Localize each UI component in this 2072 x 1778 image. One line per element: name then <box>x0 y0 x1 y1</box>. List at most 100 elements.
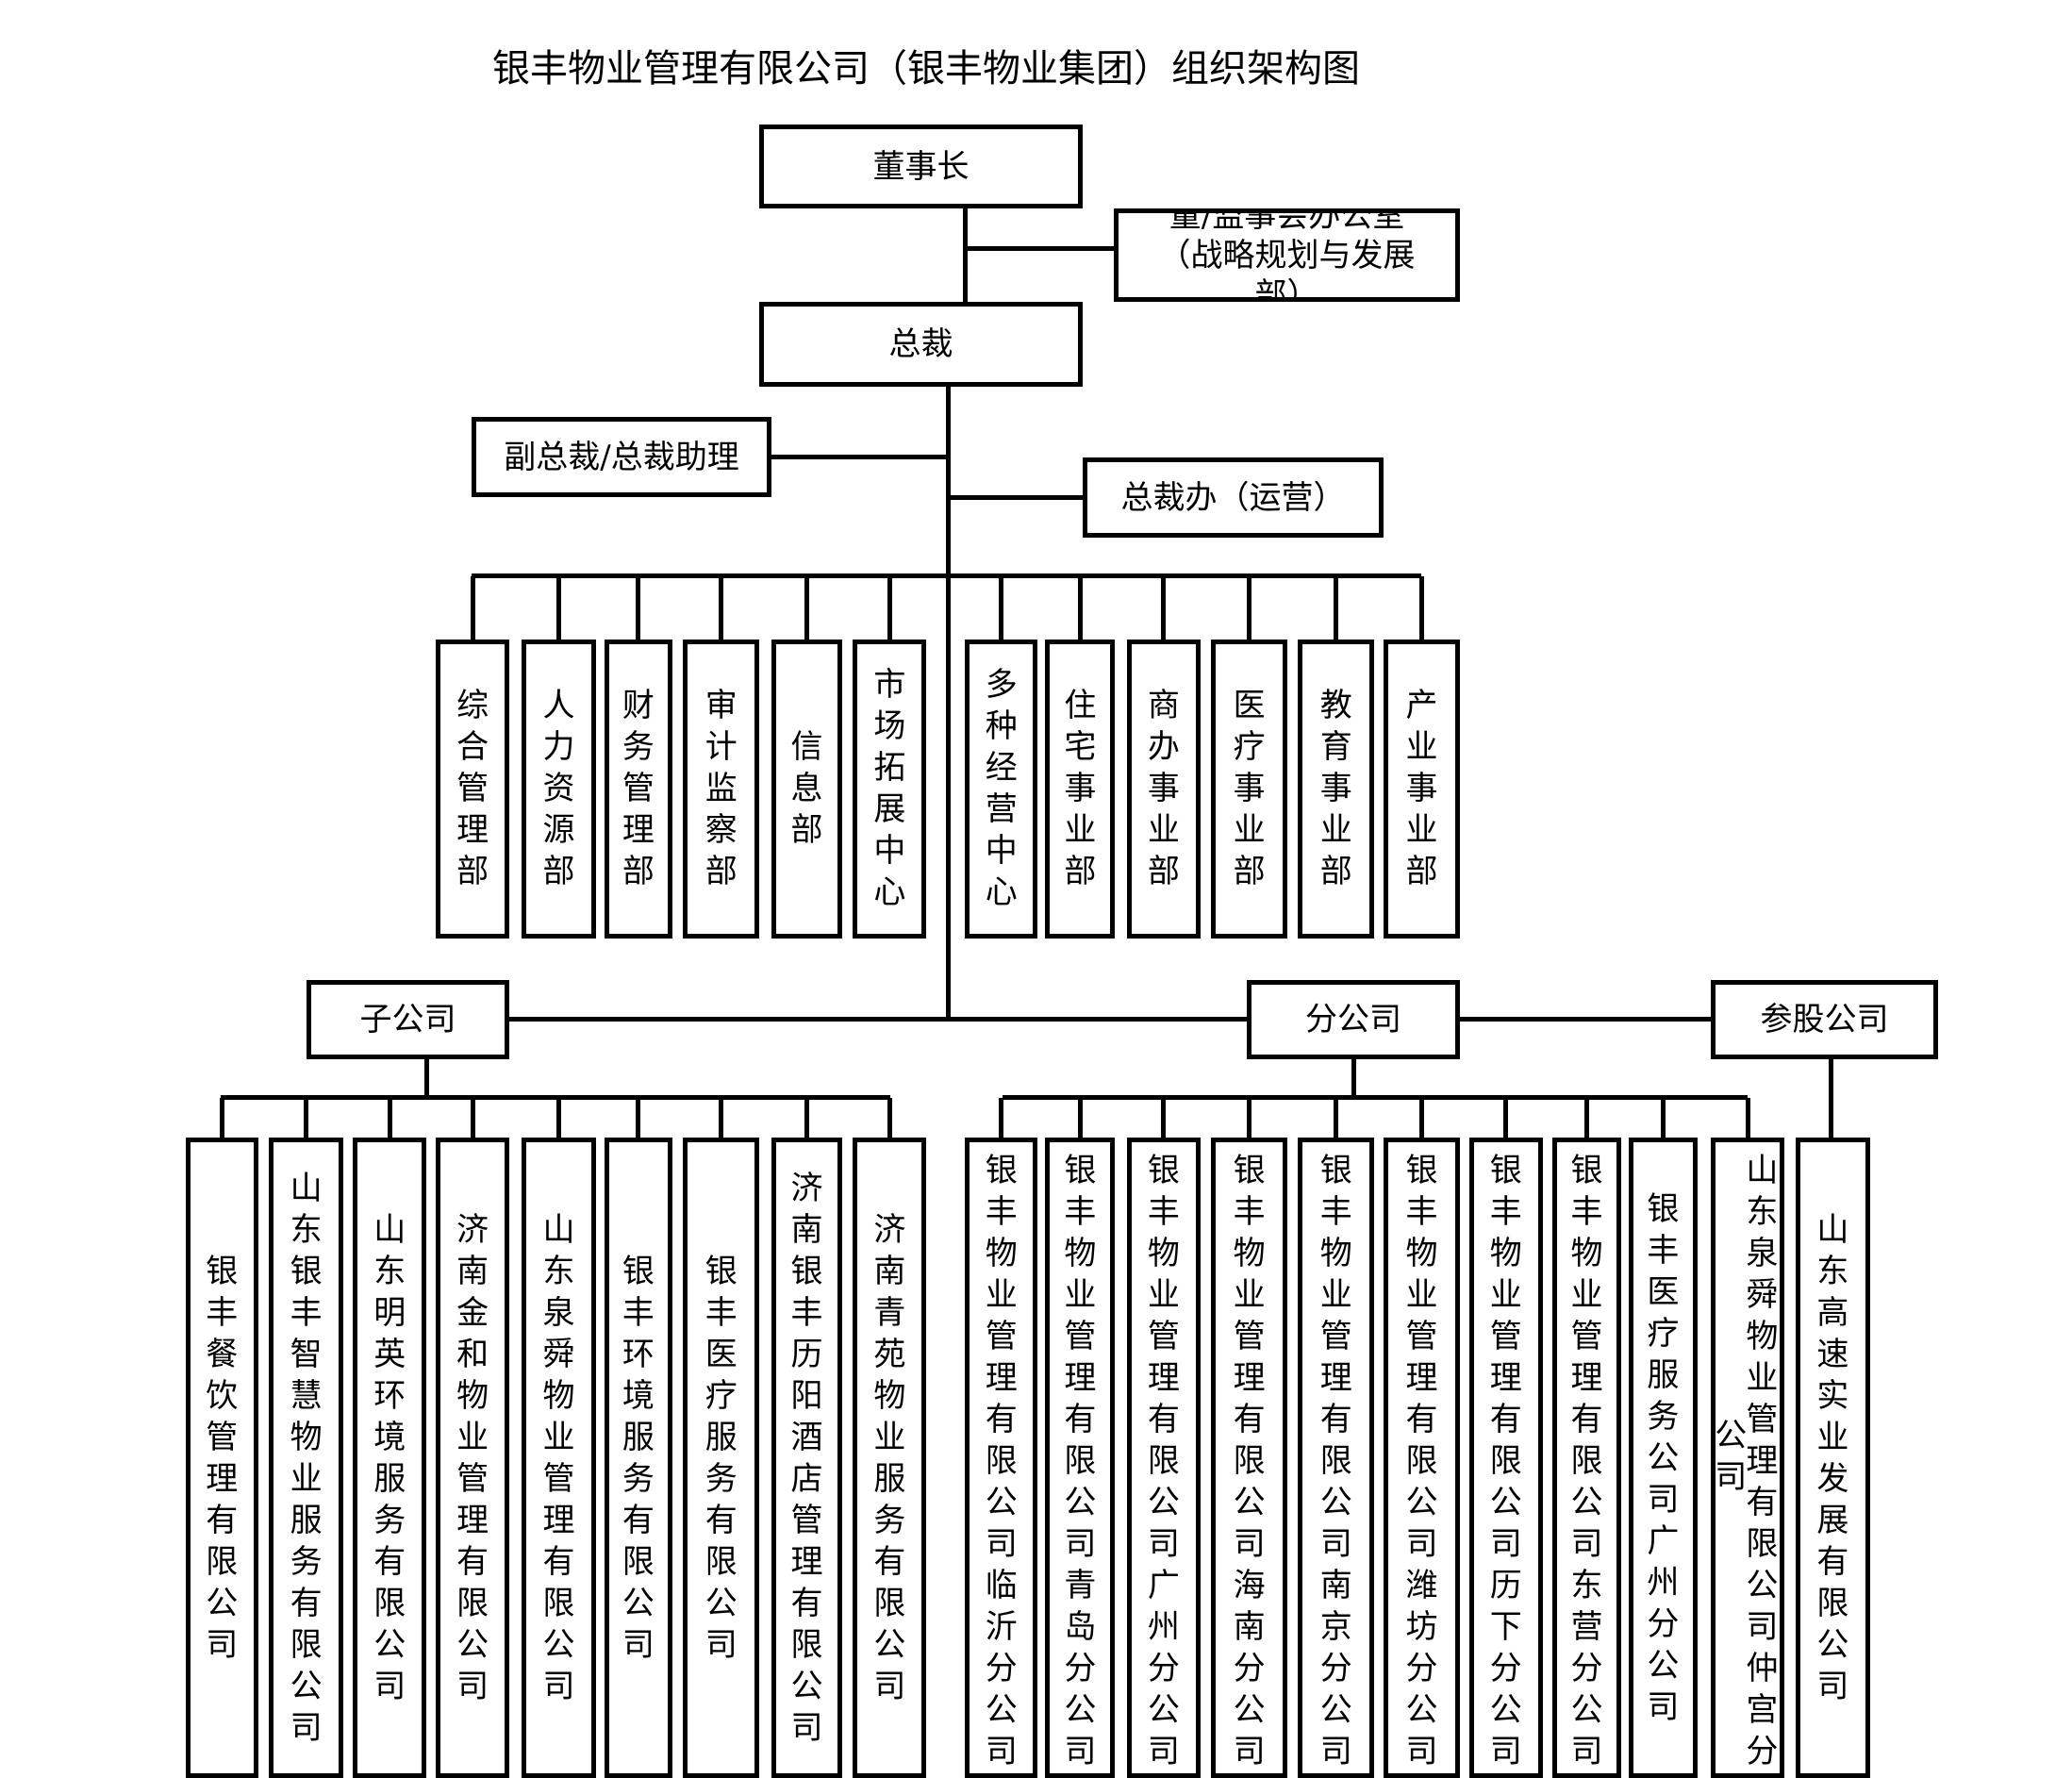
branch-company-box-label: 山东泉舜物业管理有限公司仲宫分 <box>1746 1152 1779 1771</box>
subsidiary-company-box: 银丰医疗服务有限公司 <box>683 1138 760 1778</box>
connector-line <box>1334 1097 1339 1138</box>
subsidiary-company-box: 济南金和物业管理有限公司 <box>436 1138 510 1778</box>
subsidiary-company-box: 山东明英环境服务有限公司 <box>353 1138 427 1778</box>
subsidiary-company-box-label: 济南银丰历阳酒店管理有限公司 <box>790 1169 823 1747</box>
connector-line <box>804 1097 809 1138</box>
equity-label: 参股公司 <box>1760 1001 1889 1039</box>
branch-company-box: 银丰物业管理有限公司临沂分公司 <box>965 1138 1037 1778</box>
connector-line <box>636 1097 641 1138</box>
department-box-label: 信息部 <box>790 728 823 850</box>
subsidiary-company-box: 山东银丰智慧物业服务有限公司 <box>268 1138 344 1778</box>
department-box-label: 多种经营中心 <box>985 666 1018 912</box>
connector-line <box>556 575 561 640</box>
department-box: 审计监察部 <box>683 639 760 939</box>
subsidiary-company-box-label: 银丰餐饮管理有限公司 <box>206 1252 239 1664</box>
department-box-label: 财务管理部 <box>622 687 655 891</box>
connector-line <box>804 575 809 640</box>
branch-label: 分公司 <box>1305 1001 1401 1039</box>
connector-line <box>1419 575 1424 640</box>
department-box-label: 市场拓展中心 <box>873 666 906 912</box>
branch-company-box-label: 银丰物业管理有限公司东营分公司 <box>1570 1152 1603 1771</box>
connector-line <box>1745 1097 1750 1138</box>
equity-box: 参股公司 <box>1711 980 1938 1059</box>
department-box: 医疗事业部 <box>1211 639 1288 939</box>
connector-line <box>220 1095 891 1101</box>
subsidiary-company-box-label: 银丰环境服务有限公司 <box>622 1252 655 1664</box>
branch-company-box: 山东泉舜物业管理有限公司仲宫分 <box>1711 1138 1785 1778</box>
subsidiary-company-box: 银丰环境服务有限公司 <box>604 1138 672 1778</box>
connector-line <box>1003 1095 1748 1101</box>
subsidiary-company-box-label: 济南青苑物业服务有限公司 <box>873 1210 906 1705</box>
branch-company-box: 银丰物业管理有限公司历下分公司 <box>1468 1138 1543 1778</box>
connector-line <box>1660 1097 1666 1138</box>
equity-company-box-label: 山东高速实业发展有限公司 <box>1816 1210 1849 1705</box>
chart-title: 银丰物业管理有限公司（银丰物业集团）组织架构图 <box>492 47 1360 91</box>
connector-line <box>387 1097 392 1138</box>
department-box: 人力资源部 <box>521 639 597 939</box>
vice-president-label: 副总裁/总裁助理 <box>504 438 739 476</box>
connector-line <box>1077 575 1083 640</box>
connector-line <box>423 1058 429 1098</box>
department-box: 综合管理部 <box>436 639 510 939</box>
connector-line <box>887 575 892 640</box>
branch-company-box-label: 银丰物业管理有限公司海南分公司 <box>1233 1152 1266 1771</box>
connector-line <box>1247 575 1252 640</box>
chairman-box: 董事长 <box>759 125 1083 208</box>
connector-line <box>1077 1097 1083 1138</box>
president-office-box: 总裁办（运营） <box>1083 457 1384 538</box>
connector-line <box>1829 1058 1834 1138</box>
connector-line <box>1161 575 1167 640</box>
branch-company-box: 银丰物业管理有限公司潍坊分公司 <box>1384 1138 1460 1778</box>
president-office-label: 总裁办（运营） <box>1120 478 1346 517</box>
department-box-label: 商办事业部 <box>1147 687 1180 891</box>
branch-company-box: 银丰物业管理有限公司东营分公司 <box>1551 1138 1622 1778</box>
president-label: 总裁 <box>888 325 953 363</box>
connector-line <box>556 1097 561 1138</box>
department-box-label: 住宅事业部 <box>1064 687 1097 891</box>
branch-company-box: 银丰物业管理有限公司海南分公司 <box>1211 1138 1288 1778</box>
connector-line <box>719 575 724 640</box>
connector-line <box>945 386 951 1020</box>
connector-line <box>771 455 948 460</box>
department-box: 产业事业部 <box>1384 639 1460 939</box>
department-box: 教育事业部 <box>1298 639 1375 939</box>
connector-line <box>1419 1097 1424 1138</box>
subsidiary-box: 子公司 <box>307 980 509 1059</box>
connector-line <box>509 1016 1248 1022</box>
connector-line <box>1503 1097 1509 1138</box>
connector-line <box>304 1097 309 1138</box>
subsidiary-company-box: 山东泉舜物业管理有限公司 <box>521 1138 597 1778</box>
equity-company-box: 山东高速实业发展有限公司 <box>1795 1138 1871 1778</box>
connector-line <box>1584 1097 1590 1138</box>
department-box: 市场拓展中心 <box>853 639 927 939</box>
board-office-box: 董/监事会办公室（战略规划与发展部） <box>1114 208 1460 302</box>
branch-company-box-label: 银丰物业管理有限公司潍坊分公司 <box>1405 1152 1438 1771</box>
department-box: 多种经营中心 <box>965 639 1037 939</box>
connector-line <box>887 1097 892 1138</box>
branch-company-box-label: 银丰医疗服务公司广州分公司 <box>1647 1189 1680 1726</box>
department-box-label: 医疗事业部 <box>1233 687 1266 891</box>
connector-line <box>948 494 1084 500</box>
branch-company-box-label: 银丰物业管理有限公司南京分公司 <box>1319 1152 1352 1771</box>
connector-line <box>1351 1058 1357 1098</box>
connector-line <box>636 575 641 640</box>
connector-line <box>719 1097 724 1138</box>
connector-line <box>1247 1097 1252 1138</box>
branch-company-box: 银丰医疗服务公司广州分公司 <box>1628 1138 1699 1778</box>
connector-line <box>472 573 1421 579</box>
branch-company-box-label: 银丰物业管理有限公司历下分公司 <box>1489 1152 1522 1771</box>
subsidiary-company-box-label: 银丰医疗服务有限公司 <box>704 1252 738 1664</box>
connector-line <box>1161 1097 1167 1138</box>
department-box-label: 产业事业部 <box>1405 687 1438 891</box>
connector-line <box>470 575 475 640</box>
connector-line <box>962 208 968 303</box>
branch-box: 分公司 <box>1247 980 1460 1059</box>
department-box: 住宅事业部 <box>1045 639 1116 939</box>
branch-company-box-label: 银丰物业管理有限公司临沂分公司 <box>985 1152 1018 1771</box>
branch-company-box-label: 银丰物业管理有限公司青岛分公司 <box>1064 1152 1097 1771</box>
connector-line <box>999 1097 1004 1138</box>
subsidiary-company-box-label: 山东明英环境服务有限公司 <box>373 1210 406 1705</box>
connector-line <box>219 1097 224 1138</box>
department-box: 财务管理部 <box>604 639 672 939</box>
vice-president-box: 副总裁/总裁助理 <box>472 417 771 497</box>
